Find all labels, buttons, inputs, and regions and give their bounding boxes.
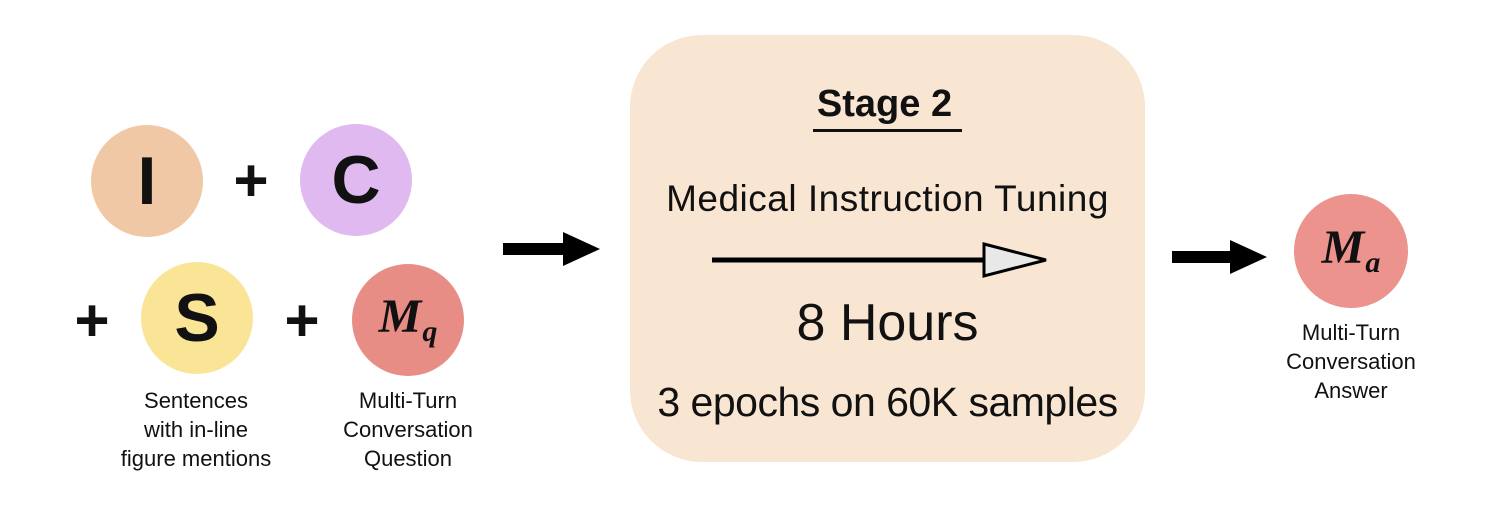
progress-arrow-icon xyxy=(712,242,1047,278)
plus-operator: + xyxy=(74,287,110,354)
plus-operator: + xyxy=(233,147,269,214)
stage-detail: 3 epochs on 60K samples xyxy=(657,379,1118,425)
model-question-symbol: Mq xyxy=(378,290,438,348)
plus-operator: + xyxy=(284,287,320,354)
stage-box: Stage 2 Medical Instruction Tuning 8 Hou… xyxy=(630,35,1145,462)
model-answer-subscript: a xyxy=(1365,245,1381,279)
caption-line: figure mentions xyxy=(120,446,272,471)
caption-sentences: Sentences with in-line figure mentions xyxy=(81,386,311,473)
model-question-subscript: q xyxy=(422,314,438,348)
model-answer-symbol: Ma xyxy=(1321,221,1381,279)
caption-line: Multi-Turn xyxy=(358,388,458,413)
caption-line: Question xyxy=(363,446,453,471)
arrow-right-icon xyxy=(503,232,600,266)
caption-multiturn-question: Multi-Turn Conversation Question xyxy=(293,386,523,473)
stage-title: Stage 2 xyxy=(812,83,963,132)
arrow-right-icon xyxy=(1172,240,1267,274)
caption-line: Sentences xyxy=(144,388,248,413)
stage-title-row: Stage 2 xyxy=(630,83,1145,132)
caption-multiturn-answer: Multi-Turn Conversation Answer xyxy=(1236,318,1466,405)
caption-line: Answer xyxy=(1314,378,1388,403)
circle-caption-token: C xyxy=(300,124,412,236)
circle-model-answer: Ma xyxy=(1294,194,1408,308)
circle-image-token: I xyxy=(91,125,203,237)
caption-line: Conversation xyxy=(1286,349,1416,374)
circle-caption-label: C xyxy=(331,142,381,218)
stage-duration: 8 Hours xyxy=(796,294,979,352)
circle-sentence-label: S xyxy=(174,280,220,356)
caption-line: Multi-Turn xyxy=(1301,320,1401,345)
stage-heading: Medical Instruction Tuning xyxy=(666,178,1109,219)
circle-image-label: I xyxy=(137,143,157,219)
circle-model-question: Mq xyxy=(352,264,464,376)
circle-sentence-token: S xyxy=(141,262,253,374)
caption-line: with in-line xyxy=(144,417,248,442)
caption-line: Conversation xyxy=(343,417,473,442)
